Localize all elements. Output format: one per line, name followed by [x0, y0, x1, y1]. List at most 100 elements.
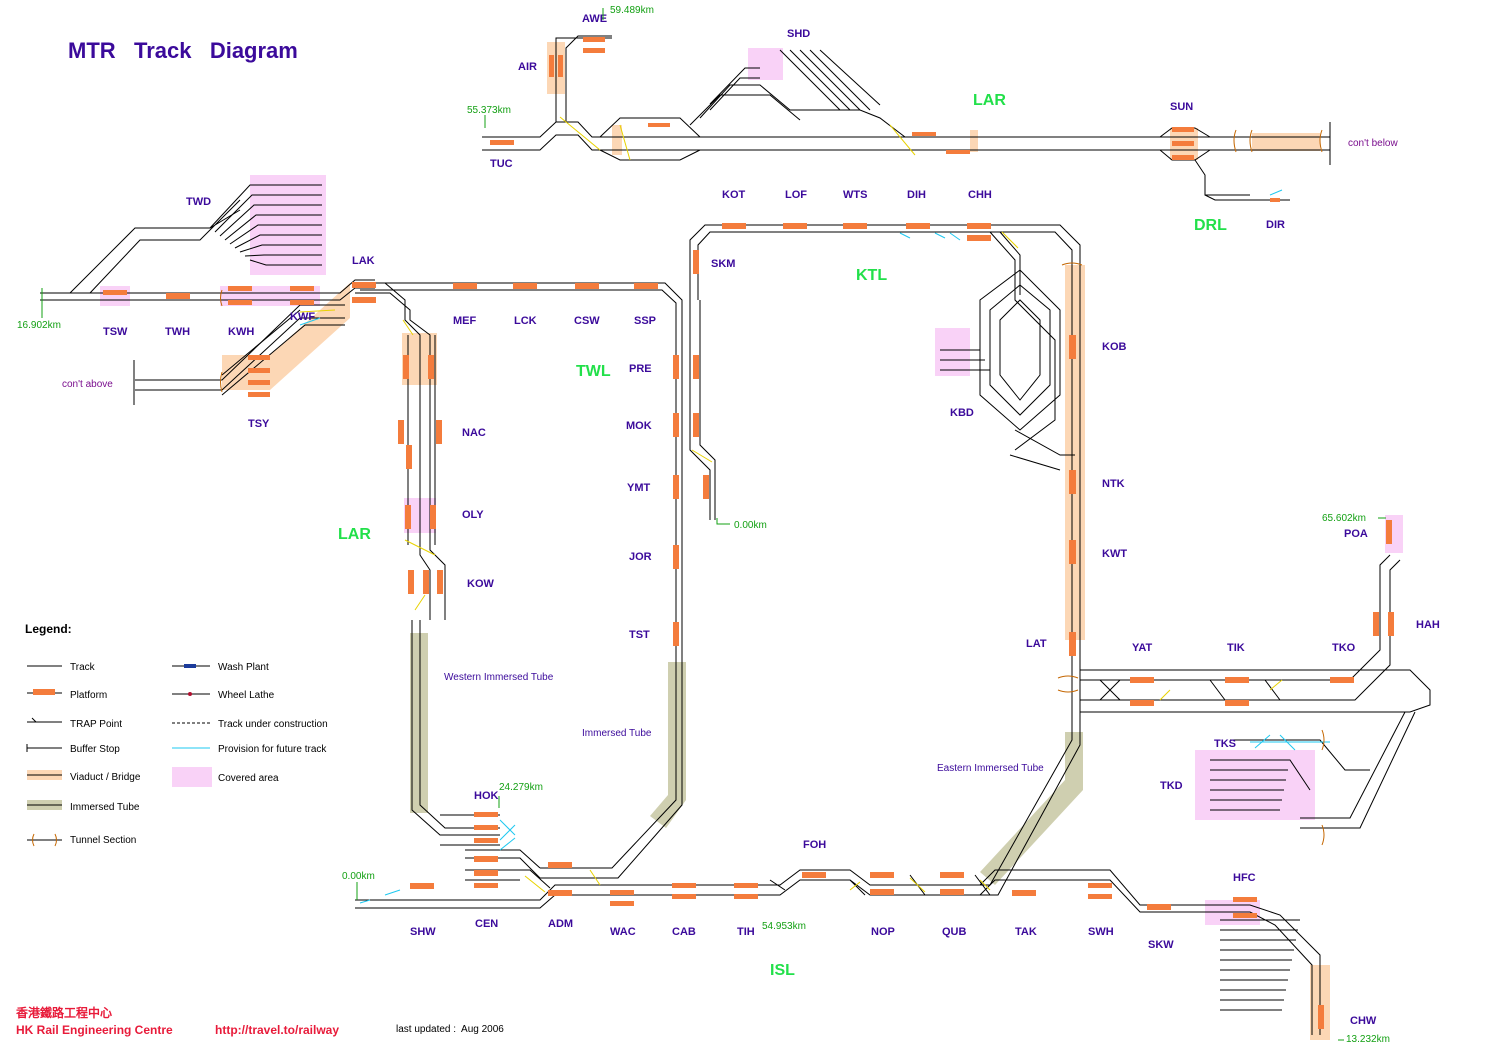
station-qub: QUB [942, 926, 967, 938]
station-tkd: TKD [1160, 780, 1183, 792]
station-lck: LCK [514, 315, 537, 327]
km-twl-end: 0.00km [734, 520, 767, 531]
footer-org-english: HK Rail Engineering Centre [16, 1023, 173, 1037]
station-poa: POA [1344, 528, 1368, 540]
legend-wash-plant: Wash Plant [218, 662, 269, 673]
legend-future-track: Provision for future track [218, 744, 327, 755]
station-cen: CEN [475, 918, 498, 930]
km-shw: 0.00km [342, 871, 375, 882]
label-western-tube: Western Immersed Tube [444, 672, 554, 683]
station-yat: YAT [1132, 642, 1152, 654]
station-kbd: KBD [950, 407, 974, 419]
station-tko: TKO [1332, 642, 1356, 654]
station-dir: DIR [1266, 219, 1285, 231]
footer-last-updated: last updated : Aug 2006 [396, 1024, 504, 1035]
km-tih: 54.953km [762, 921, 806, 932]
station-hok: HOK [474, 790, 499, 802]
km-chw: 13.232km [1346, 1034, 1390, 1045]
station-ntk: NTK [1102, 478, 1125, 490]
note-cont-below: con't below [1348, 138, 1398, 149]
label-immersed-tube: Immersed Tube [582, 728, 652, 739]
legend-immersed-tube: Immersed Tube [70, 802, 140, 813]
legend-trap-point: TRAP Point [70, 719, 122, 730]
station-nac: NAC [462, 427, 486, 439]
line-ktl: KTL [856, 267, 887, 284]
station-shw: SHW [410, 926, 436, 938]
legend-covered-area: Covered area [218, 773, 279, 784]
station-labels: AWE AIR SHD TUC SUN DIR TWD LAK TSW TWH … [103, 13, 1440, 1027]
station-mok: MOK [626, 420, 652, 432]
station-tik: TIK [1227, 642, 1245, 654]
station-ssp: SSP [634, 315, 656, 327]
station-tuc: TUC [490, 158, 513, 170]
line-lar-left: LAR [338, 526, 371, 543]
station-twh: TWH [165, 326, 190, 338]
station-cab: CAB [672, 926, 696, 938]
station-adm: ADM [548, 918, 573, 930]
notes: con't below con't above Western Immersed… [62, 138, 1398, 774]
station-chw: CHW [1350, 1015, 1377, 1027]
km-markers: 59.489km 55.373km 16.902km 24.279km 0.00… [17, 5, 1390, 1045]
station-awe: AWE [582, 13, 607, 25]
station-skm: SKM [711, 258, 735, 270]
tracks [40, 35, 1431, 1035]
legend: Legend: Track Platform TRAP Point Buffer… [25, 622, 328, 847]
legend-under-construction: Track under construction [218, 719, 328, 730]
station-tsy: TSY [248, 418, 270, 430]
station-foh: FOH [803, 839, 826, 851]
station-ymt: YMT [627, 482, 651, 494]
legend-buffer-stop: Buffer Stop [70, 744, 120, 755]
station-swh: SWH [1088, 926, 1114, 938]
station-kot: KOT [722, 189, 746, 201]
legend-title: Legend: [25, 622, 72, 636]
station-tst: TST [629, 629, 650, 641]
station-tks: TKS [1214, 738, 1236, 750]
km-poa: 65.602km [1322, 513, 1366, 524]
viaduct-sections [222, 42, 1330, 1040]
station-skw: SKW [1148, 939, 1174, 951]
legend-platform: Platform [70, 690, 107, 701]
station-lof: LOF [785, 189, 807, 201]
station-wts: WTS [843, 189, 867, 201]
station-lat: LAT [1026, 638, 1047, 650]
station-kwf: KWF [290, 311, 315, 323]
station-kob: KOB [1102, 341, 1127, 353]
station-hfc: HFC [1233, 872, 1256, 884]
footer-url-link[interactable]: http://travel.to/railway [215, 1023, 340, 1037]
km-hok: 24.279km [499, 782, 543, 793]
legend-track: Track [70, 662, 96, 673]
line-twl: TWL [576, 363, 611, 380]
station-jor: JOR [629, 551, 652, 563]
station-lak: LAK [352, 255, 375, 267]
station-twd: TWD [186, 196, 211, 208]
station-tsw: TSW [103, 326, 128, 338]
station-wac: WAC [610, 926, 636, 938]
station-sun: SUN [1170, 101, 1193, 113]
line-labels: LAR LAR TWL KTL ISL DRL [338, 92, 1227, 979]
platforms [103, 37, 1394, 1029]
line-drl: DRL [1194, 217, 1227, 234]
km-tuc: 55.373km [467, 105, 511, 116]
diagram-title: MTR Track Diagram [68, 38, 298, 63]
future-tracks [299, 189, 1330, 904]
note-cont-above: con't above [62, 379, 113, 390]
station-csw: CSW [574, 315, 600, 327]
footer-org-chinese: 香港鐵路工程中心 [16, 1006, 113, 1020]
legend-viaduct: Viaduct / Bridge [70, 772, 141, 783]
station-kow: KOW [467, 578, 495, 590]
covered-areas [100, 48, 1403, 925]
station-pre: PRE [629, 363, 652, 375]
line-lar-top: LAR [973, 92, 1006, 109]
station-nop: NOP [871, 926, 895, 938]
crossovers [299, 116, 1283, 893]
line-isl: ISL [770, 962, 795, 979]
tunnel-sections [220, 129, 1325, 846]
legend-tunnel: Tunnel Section [70, 835, 136, 846]
legend-wheel-lathe: Wheel Lathe [218, 690, 275, 701]
station-mef: MEF [453, 315, 477, 327]
km-awe: 59.489km [610, 5, 654, 16]
label-eastern-tube: Eastern Immersed Tube [937, 763, 1044, 774]
station-hah: HAH [1416, 619, 1440, 631]
